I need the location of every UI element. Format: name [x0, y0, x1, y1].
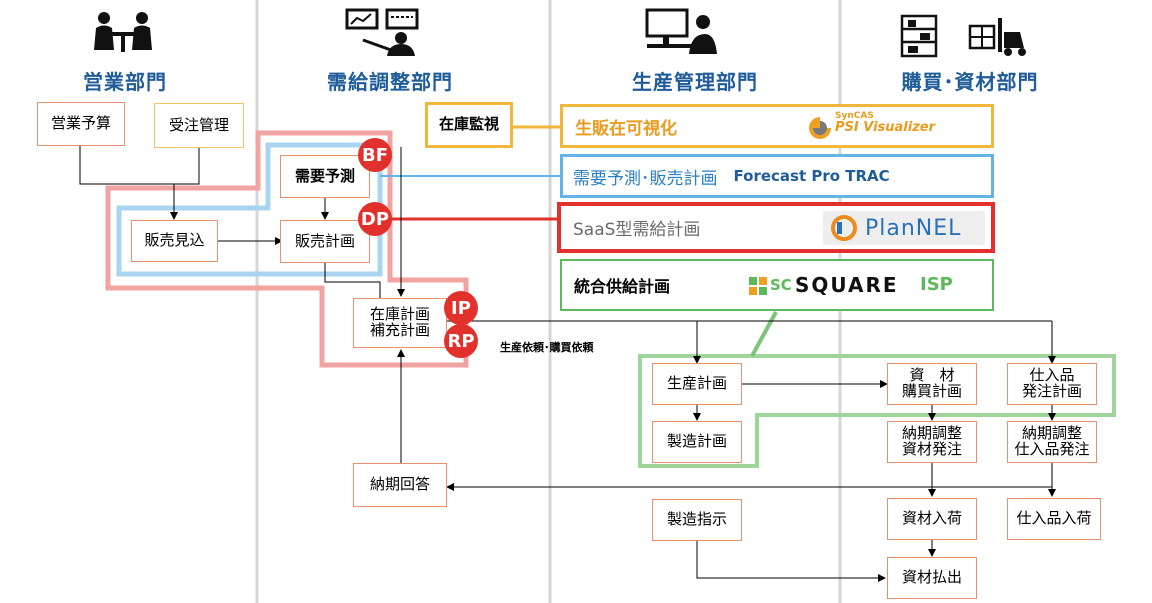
adjust-material-line2: 資材発注	[901, 440, 962, 458]
plannel-brand: PlanNEL	[865, 215, 962, 241]
isp-label: 統合供給計画	[574, 277, 671, 296]
box-inventory-replenish-plan: 在庫計画 補充計画	[353, 298, 447, 348]
product-psi-visualizer: 生販在可視化 SynCAS PSI Visualizer	[560, 104, 994, 148]
psi-brand-small: SynCAS	[835, 111, 874, 121]
box-manufacturing-plan: 製造計画	[652, 421, 742, 463]
psi-label: 生販在可視化	[575, 118, 677, 139]
adjust-goods-line2: 仕入品発注	[1014, 440, 1090, 458]
box-order-management: 受注管理	[154, 103, 244, 148]
desk-worker-icon	[645, 8, 717, 54]
analyst-monitors-icon	[345, 8, 419, 56]
isp-brand-suffix: ISP	[920, 274, 953, 295]
box-delivery-answer: 納期回答	[353, 463, 447, 507]
product-forecast-pro: 需要予測･販売計画 Forecast Pro TRAC	[560, 154, 994, 198]
inventory-plan-label: 在庫計画	[369, 305, 430, 324]
scsquare-logo-icon	[749, 277, 767, 295]
product-scsquare-isp: 統合供給計画 SC SQUARE ISP	[560, 259, 994, 311]
box-delivery-adjust-material: 納期調整 資材発注	[887, 421, 977, 463]
box-material-receipt: 資材入荷	[887, 498, 977, 540]
goods-order-line2: 発注計画	[1021, 382, 1082, 400]
syncas-logo-icon	[809, 117, 831, 139]
badge-dp: DP	[358, 202, 392, 236]
box-goods-order-plan: 仕入品 発注計画	[1007, 363, 1097, 405]
material-purchase-line1: 資 材	[909, 366, 955, 385]
box-goods-receipt: 仕入品入荷	[1007, 498, 1101, 540]
box-demand-forecast: 需要予測	[280, 155, 370, 198]
dept-title-purchasing: 購買･資材部門	[901, 70, 1039, 94]
dept-title-sales: 営業部門	[83, 70, 167, 94]
box-manufacturing-instruction: 製造指示	[652, 499, 742, 541]
goods-order-line1: 仕入品	[1029, 366, 1075, 385]
product-plannel: SaaS型需給計画 PlanNEL	[557, 202, 995, 253]
psi-brand-name: PSI Visualizer	[835, 120, 936, 135]
forecast-label: 需要予測･販売計画	[573, 168, 718, 189]
warehouse-forklift-icon	[900, 14, 1026, 58]
badge-ip: IP	[444, 291, 478, 325]
box-material-issue: 資材払出	[887, 557, 977, 599]
isp-brand-sc: SC	[770, 276, 792, 294]
dept-title-production: 生産管理部門	[632, 70, 758, 94]
badge-rp: RP	[444, 324, 478, 358]
dept-title-supply-demand: 需給調整部門	[327, 70, 453, 94]
psi-brand: SynCAS PSI Visualizer	[835, 111, 936, 135]
plannel-logo: PlanNEL	[823, 211, 985, 245]
box-sales-budget: 営業予算	[37, 102, 125, 146]
request-annotation: 生産依頼･購買依頼	[500, 341, 594, 354]
box-delivery-adjust-goods: 納期調整 仕入品発注	[1007, 421, 1097, 463]
box-inventory-monitor: 在庫監視	[425, 102, 513, 148]
material-purchase-line2: 購買計画	[901, 382, 962, 400]
box-production-plan: 生産計画	[652, 363, 742, 405]
replenish-plan-label: 補充計画	[369, 321, 430, 339]
plannel-logo-icon	[831, 215, 857, 241]
box-sales-estimate: 販売見込	[131, 220, 218, 262]
box-sales-plan: 販売計画	[280, 220, 370, 263]
badge-bf: BF	[358, 138, 392, 172]
meeting-people-icon	[94, 12, 152, 52]
adjust-goods-line1: 納期調整	[1021, 424, 1082, 443]
forecast-brand: Forecast Pro TRAC	[733, 167, 890, 185]
plannel-label: SaaS型需給計画	[573, 220, 701, 240]
adjust-material-line1: 納期調整	[901, 424, 962, 443]
isp-brand-square: SQUARE	[795, 273, 899, 297]
box-material-purchase-plan: 資 材 購買計画	[887, 363, 977, 405]
